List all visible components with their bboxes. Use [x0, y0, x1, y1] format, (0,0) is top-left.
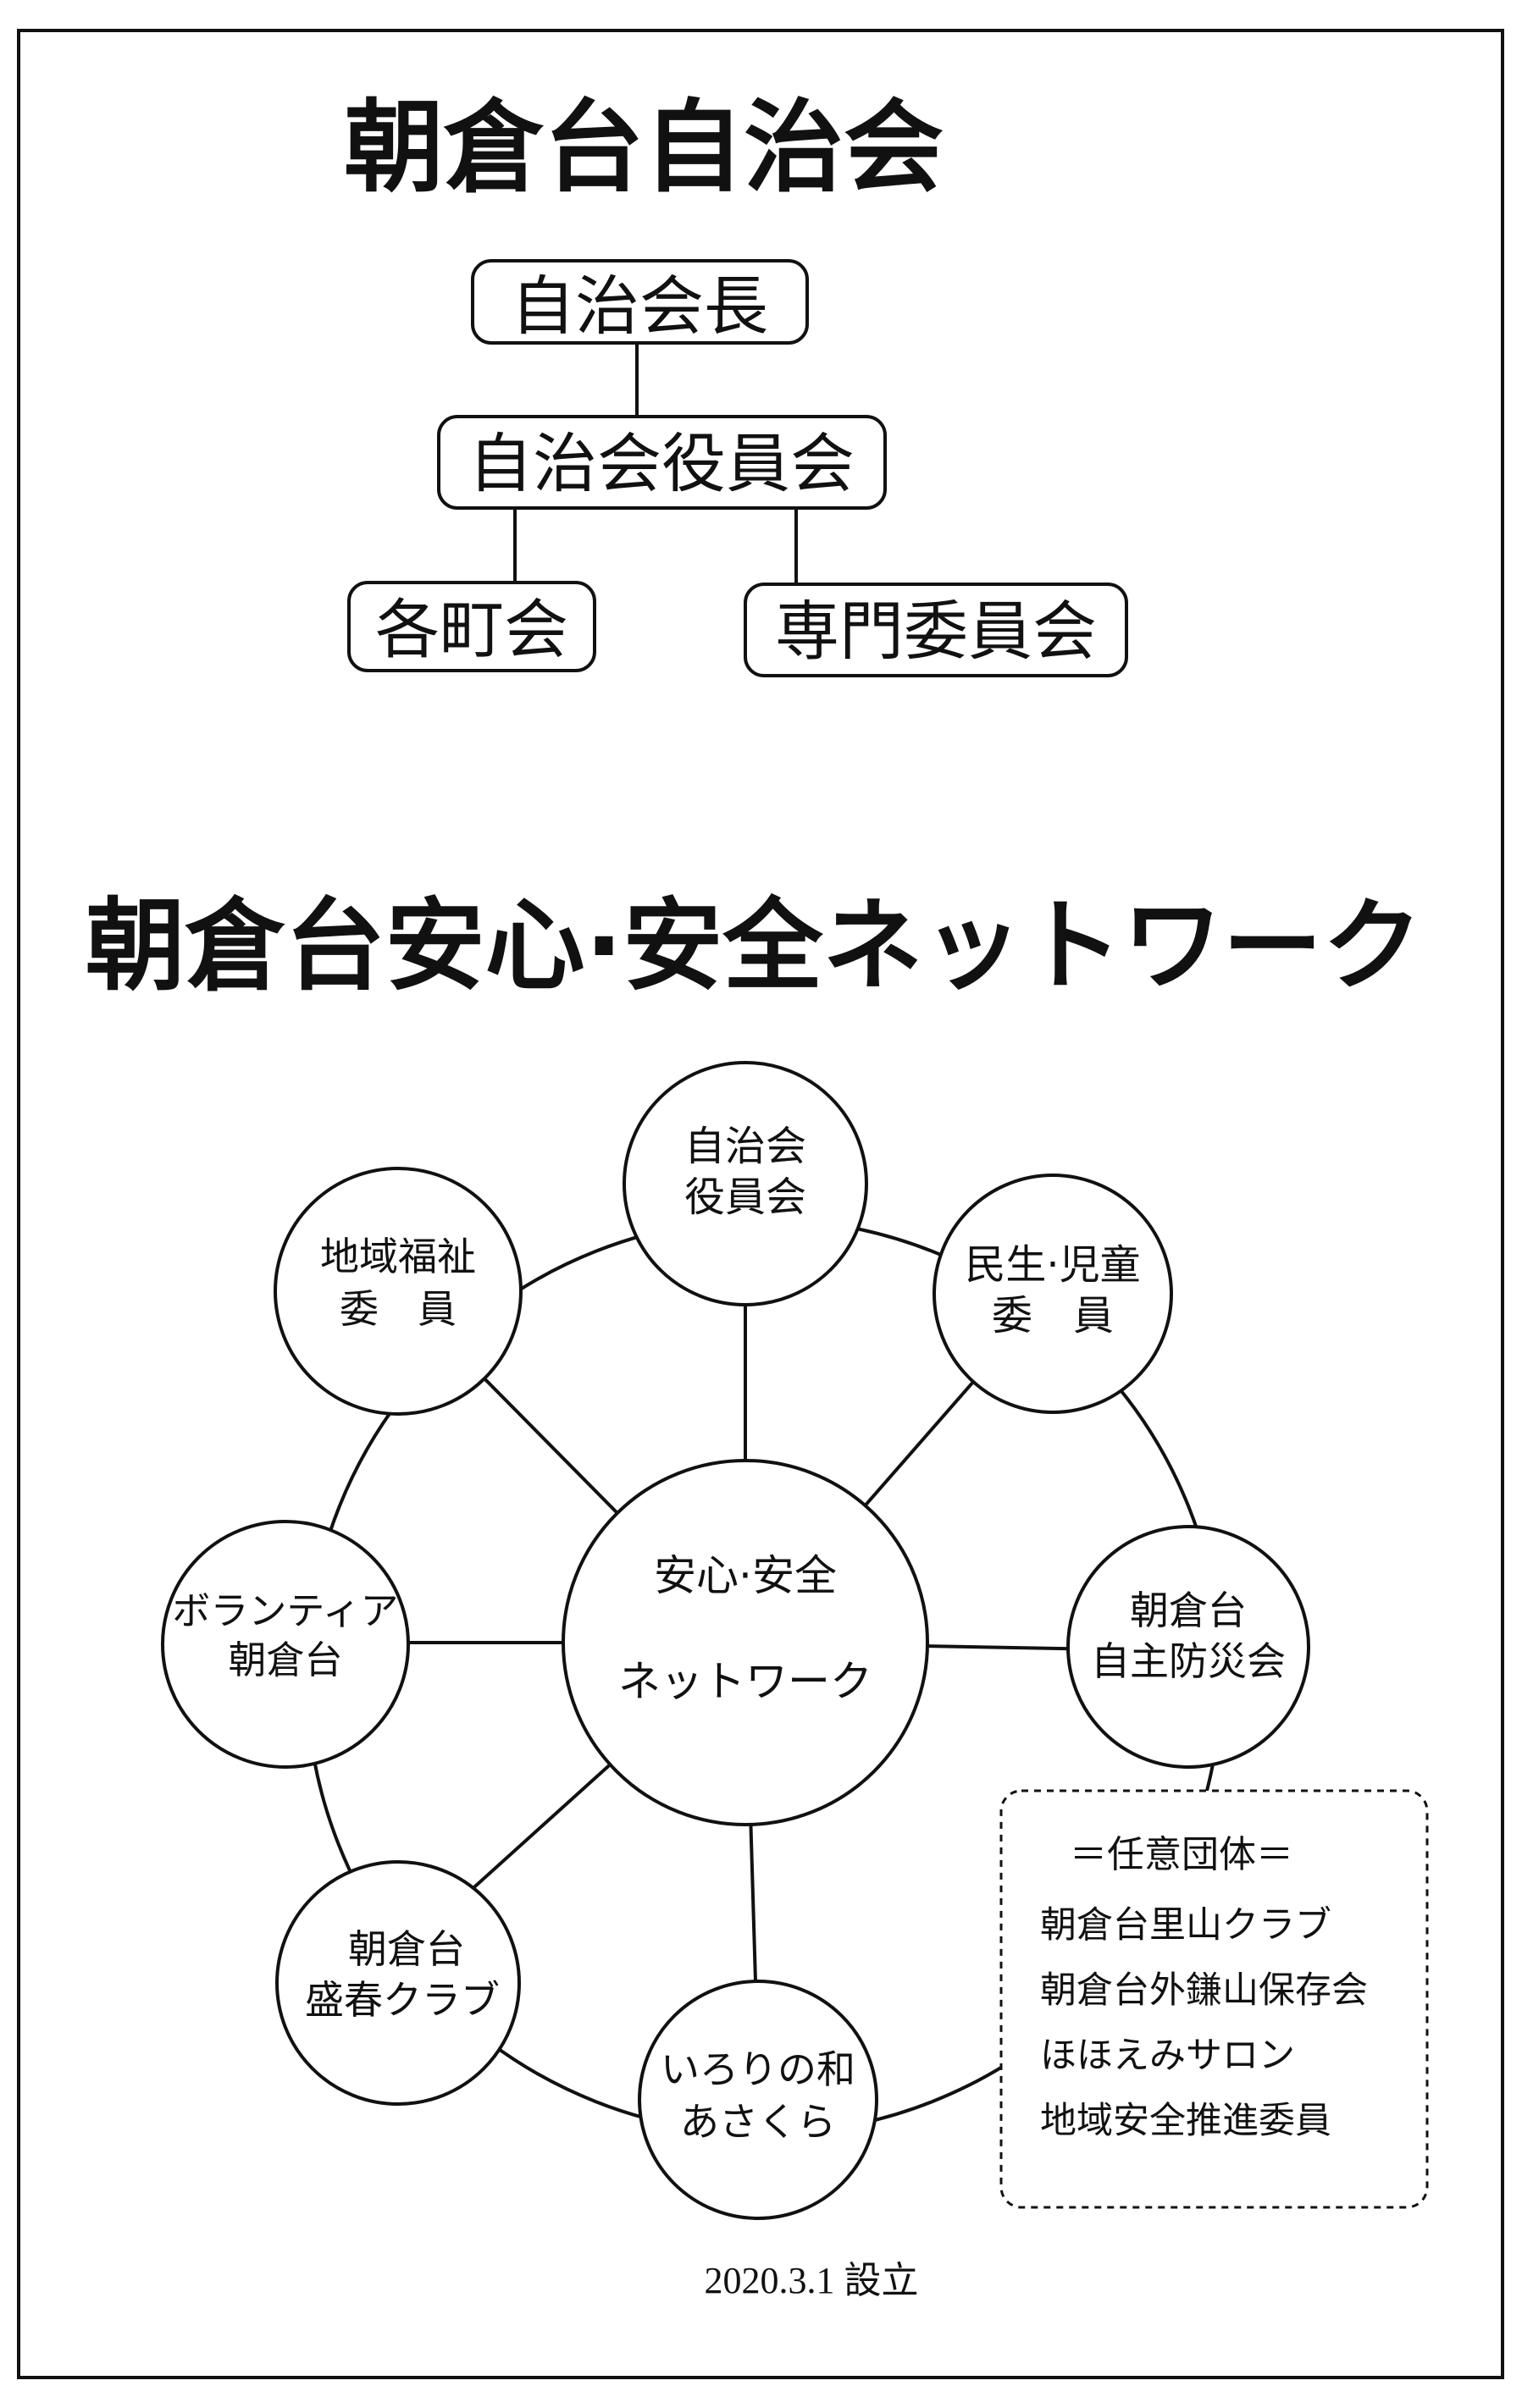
node-label: 自治会	[684, 1123, 806, 1170]
voluntary-heading: ＝任意団体＝	[1070, 1833, 1293, 1876]
established-date: 2020.3.1 設立	[705, 2260, 919, 2301]
node-label: あさくら	[680, 2099, 836, 2145]
network-node-minsei: 民生·児童 委 員	[933, 1174, 1173, 1414]
network-node-fukushi: 地域福祉 委 員	[274, 1167, 523, 1416]
page-border	[17, 29, 1504, 2379]
node-label: 盛春クラブ	[305, 1977, 500, 2023]
network-center-node: 安心·安全 ネットワーク	[562, 1459, 929, 1826]
center-label-2: ネットワーク	[618, 1657, 872, 1706]
org-box-towns: 各町会	[347, 581, 596, 672]
voluntary-item: ほほえみサロン	[1040, 2035, 1295, 2077]
node-label: ボランティア	[172, 1588, 398, 1633]
network-node-volunteer: ボランティア 朝倉台	[161, 1520, 410, 1769]
voluntary-item: 地域安全推進委員	[1040, 2100, 1331, 2142]
org-connectors	[513, 343, 798, 584]
org-title: 朝倉台自治会	[344, 89, 944, 206]
node-label: 役員会	[684, 1174, 806, 1221]
node-label: 朝倉台	[348, 1926, 465, 1972]
voluntary-groups-box: ＝任意団体＝ 朝倉台里山クラブ 朝倉台外鎌山保存会 ほほえみサロン 地域安全推進…	[999, 1789, 1429, 2209]
org-box-president: 自治会長	[471, 259, 809, 345]
voluntary-item: 朝倉台里山クラブ	[1040, 1904, 1331, 1947]
org-board-label: 自治会役員会	[468, 426, 855, 501]
node-label: 民生·児童	[965, 1241, 1140, 1289]
org-president-label: 自治会長	[511, 268, 768, 344]
voluntary-item: 朝倉台外鎌山保存会	[1040, 1969, 1368, 2012]
org-box-committees: 専門委員会	[744, 583, 1128, 677]
center-label-1: 安心·安全	[654, 1551, 837, 1600]
network-title: 朝倉台安心·安全ネットワーク	[86, 887, 1423, 1004]
node-label: 朝倉台	[228, 1638, 342, 1682]
org-towns-label: 各町会	[375, 592, 568, 667]
node-label: 朝倉台	[1130, 1588, 1247, 1633]
node-label: 委 員	[340, 1286, 457, 1332]
org-committees-label: 専門委員会	[775, 594, 1097, 669]
node-label: 地域福祉	[320, 1234, 476, 1279]
org-box-board: 自治会役員会	[437, 415, 887, 510]
network-node-irori: いろりの和 あさくら	[638, 1980, 878, 2220]
network-node-bousai: 朝倉台 自主防災会	[1066, 1525, 1310, 1769]
network-node-seishun: 朝倉台 盛春クラブ	[275, 1860, 521, 2106]
node-label: いろりの和	[661, 2046, 855, 2092]
node-label: 自主防災会	[1091, 1638, 1286, 1684]
node-label: 委 員	[992, 1292, 1114, 1339]
network-node-board: 自治会 役員会	[623, 1061, 868, 1306]
